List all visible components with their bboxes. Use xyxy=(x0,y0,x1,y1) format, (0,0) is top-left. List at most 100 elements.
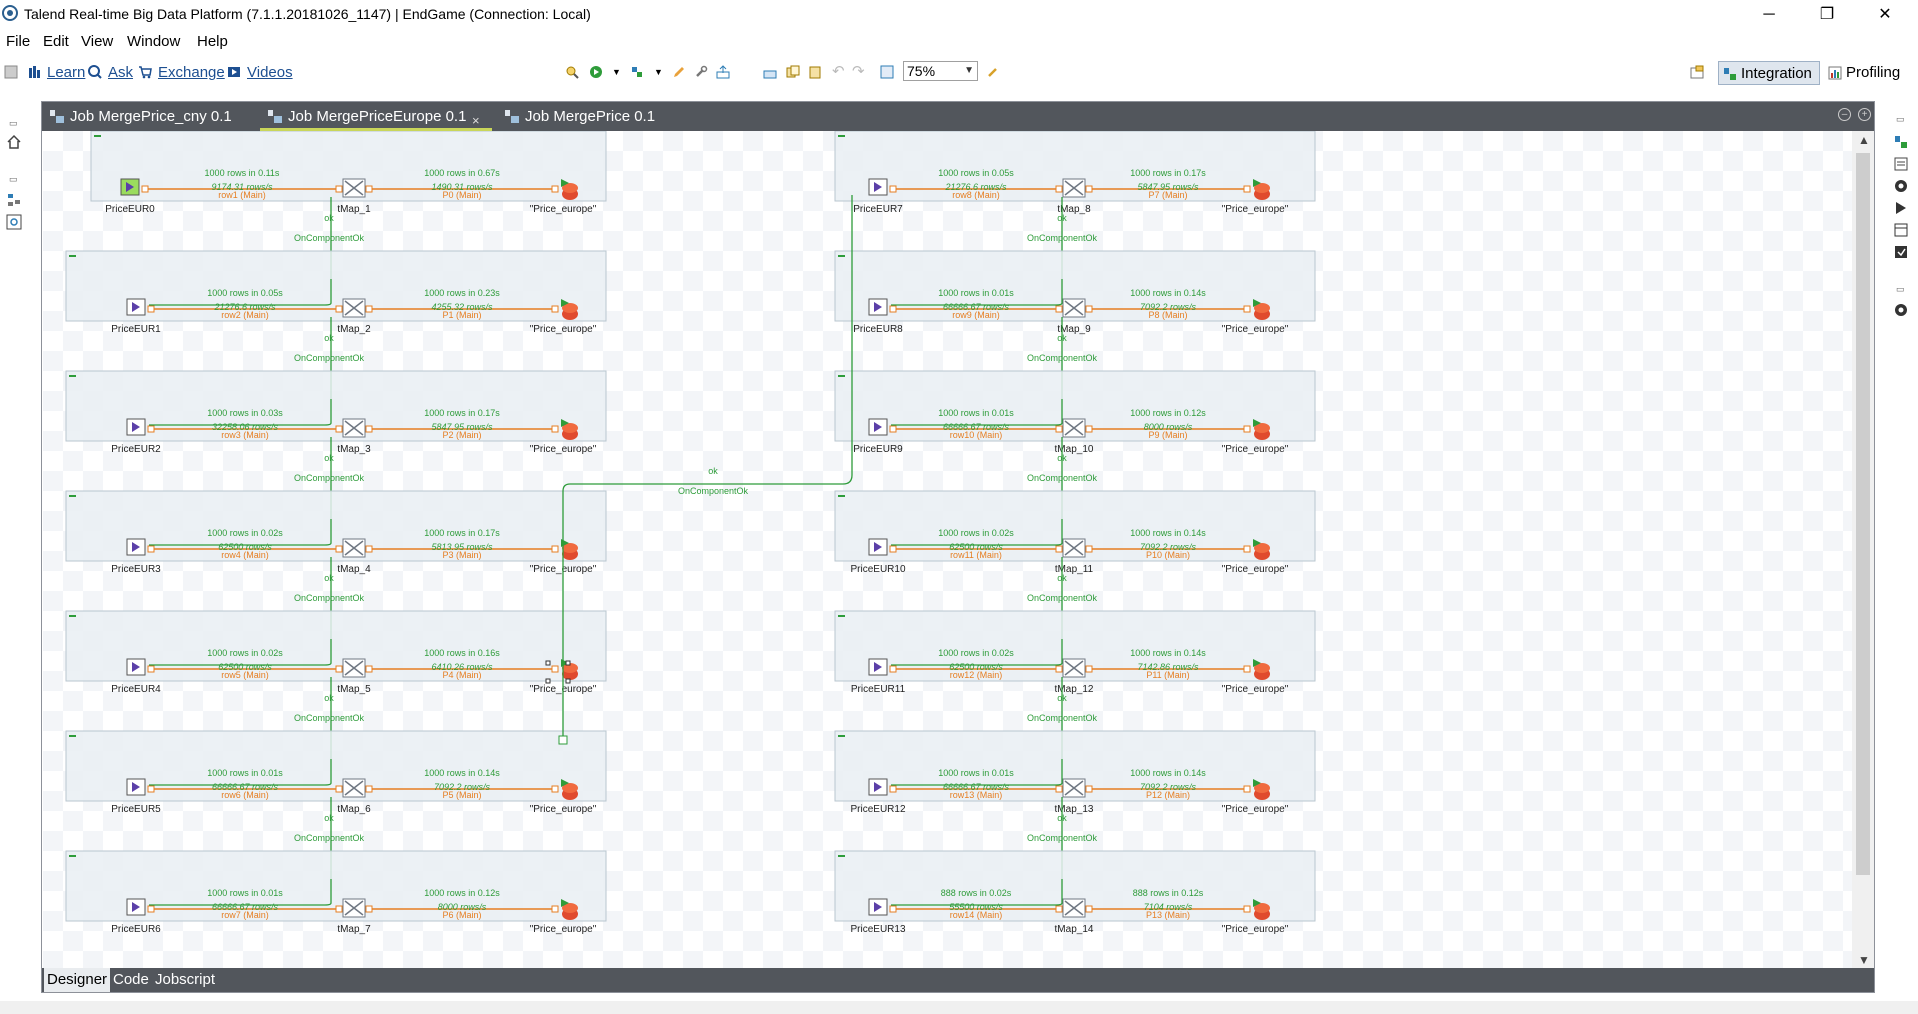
input-row-label: row9 (Main) xyxy=(952,310,1000,320)
undo-icon[interactable]: ↶ xyxy=(832,63,845,80)
export-icon[interactable] xyxy=(716,65,730,79)
properties-icon[interactable] xyxy=(1893,156,1909,172)
redo-icon[interactable]: ↷ xyxy=(852,63,865,80)
trigger-link[interactable] xyxy=(891,879,1063,906)
subjob-collapse-icon[interactable] xyxy=(69,615,76,617)
subjob-collapse-icon[interactable] xyxy=(69,495,76,497)
deploy-dropdown-icon[interactable]: ▼ xyxy=(654,67,663,77)
subjob-collapse-icon[interactable] xyxy=(838,615,845,617)
trigger-link[interactable] xyxy=(149,279,332,306)
trigger-link[interactable] xyxy=(149,519,332,546)
trigger-link[interactable] xyxy=(149,639,332,666)
pin-icon[interactable] xyxy=(986,65,1000,79)
component-palette-icon[interactable] xyxy=(1893,134,1909,150)
selection-handle[interactable] xyxy=(565,660,571,666)
selection-handle[interactable] xyxy=(545,678,551,684)
subjob-collapse-icon[interactable] xyxy=(838,855,845,857)
grid-toggle-icon[interactable] xyxy=(880,65,894,79)
subjob-collapse-icon[interactable] xyxy=(838,375,845,377)
maximize-editor-icon[interactable]: + xyxy=(1858,108,1871,121)
menu-help[interactable]: Help xyxy=(197,33,228,50)
subjob-collapse-icon[interactable] xyxy=(838,255,845,257)
scroll-up-icon[interactable]: ▲ xyxy=(1858,133,1870,147)
open-perspective-icon[interactable] xyxy=(1690,65,1704,79)
tab-designer[interactable]: Designer xyxy=(44,968,111,992)
vertical-scrollbar[interactable]: ▲ ▼ xyxy=(1852,131,1874,969)
search-job-icon[interactable] xyxy=(565,65,579,79)
trigger-link[interactable] xyxy=(891,519,1063,546)
selection-handle[interactable] xyxy=(545,660,551,666)
trigger-link[interactable] xyxy=(891,759,1063,786)
ask-link[interactable]: Ask xyxy=(108,64,134,81)
subjob-collapse-icon[interactable] xyxy=(69,375,76,377)
edit-icon[interactable] xyxy=(672,65,686,79)
subjob-collapse-icon[interactable] xyxy=(838,735,845,737)
trigger-link[interactable] xyxy=(891,639,1063,666)
restore-view-icon[interactable]: ▭ xyxy=(1896,284,1905,294)
trigger-link[interactable] xyxy=(891,279,1063,306)
subjob-collapse-icon[interactable] xyxy=(838,135,845,137)
problems-icon[interactable] xyxy=(1893,222,1909,238)
zoom-select[interactable]: 75%▼ xyxy=(903,61,978,81)
selection-handle[interactable] xyxy=(565,678,571,684)
integration-perspective-button[interactable]: Integration xyxy=(1718,61,1820,85)
close-tab-icon[interactable]: × xyxy=(472,113,480,128)
link-connector xyxy=(147,545,155,553)
cross-subjob-trigger-link[interactable] xyxy=(562,195,853,743)
trigger-link[interactable] xyxy=(149,399,332,426)
restore-view-icon[interactable]: ▭ xyxy=(1896,114,1905,124)
profiling-perspective-button[interactable]: Profiling xyxy=(1826,61,1900,85)
tab-job-mergeprice[interactable]: Job MergePrice 0.1 xyxy=(497,102,725,131)
close-window-button[interactable]: ✕ xyxy=(1878,6,1892,23)
run-dropdown-icon[interactable]: ▼ xyxy=(612,67,621,77)
subjob-collapse-icon[interactable] xyxy=(69,735,76,737)
videos-link[interactable]: Videos xyxy=(247,64,293,81)
link-connector xyxy=(1055,905,1063,913)
input-rate-label: 66666.67 rows/s xyxy=(943,782,1010,792)
tab-job-mergeprice-cny[interactable]: Job MergePrice_cny 0.1 xyxy=(42,102,280,131)
minimize-button[interactable]: ─ xyxy=(1763,6,1775,23)
run-icon[interactable] xyxy=(589,65,603,79)
menu-file[interactable]: File xyxy=(6,33,31,50)
trigger-link[interactable] xyxy=(891,399,1063,426)
subjob-collapse-icon[interactable] xyxy=(69,255,76,257)
trigger-link[interactable] xyxy=(149,759,332,786)
subjob-collapse-icon[interactable] xyxy=(838,495,845,497)
import-icon[interactable] xyxy=(763,65,777,79)
menu-edit[interactable]: Edit xyxy=(43,33,69,50)
menu-view[interactable]: View xyxy=(81,33,114,50)
deploy-icon[interactable] xyxy=(630,65,644,79)
scroll-thumb[interactable] xyxy=(1856,153,1870,875)
learn-link[interactable]: Learn xyxy=(47,64,86,81)
restore-view-icon[interactable]: ▭ xyxy=(9,174,18,184)
subjob-collapse-icon[interactable] xyxy=(94,135,101,137)
exchange-link[interactable]: Exchange xyxy=(158,64,225,81)
arrow-icon xyxy=(126,182,134,192)
cart-icon xyxy=(139,66,152,79)
run-view-icon[interactable] xyxy=(1893,200,1909,216)
settings-gear-icon[interactable] xyxy=(1893,178,1909,194)
restore-button[interactable]: ❐ xyxy=(1819,6,1835,23)
job-view-icon[interactable] xyxy=(1893,244,1909,260)
input-stats-label: 1000 rows in 0.02s xyxy=(938,648,1014,658)
wrench-icon[interactable] xyxy=(694,65,708,79)
menu-window[interactable]: Window xyxy=(127,33,181,50)
navigator-icon[interactable] xyxy=(6,214,22,230)
restore-view-icon[interactable]: ▭ xyxy=(9,118,18,128)
outline-icon[interactable] xyxy=(6,192,22,208)
debug-gear-icon[interactable] xyxy=(1893,302,1909,318)
save-icon[interactable] xyxy=(4,65,18,79)
trigger-link[interactable] xyxy=(149,879,332,906)
subjob-collapse-icon[interactable] xyxy=(69,855,76,857)
tab-code[interactable]: Code xyxy=(113,971,149,988)
tab-job-mergepriceeurope[interactable]: Job MergePriceEurope 0.1 × xyxy=(260,102,492,131)
tab-jobscript[interactable]: Jobscript xyxy=(155,971,216,988)
home-icon[interactable] xyxy=(6,134,22,150)
copy-icon[interactable] xyxy=(786,65,800,79)
paste-icon[interactable] xyxy=(808,65,822,79)
arrow-icon xyxy=(874,302,882,312)
scroll-down-icon[interactable]: ▼ xyxy=(1858,953,1870,967)
minimize-editor-icon[interactable]: – xyxy=(1838,108,1851,121)
